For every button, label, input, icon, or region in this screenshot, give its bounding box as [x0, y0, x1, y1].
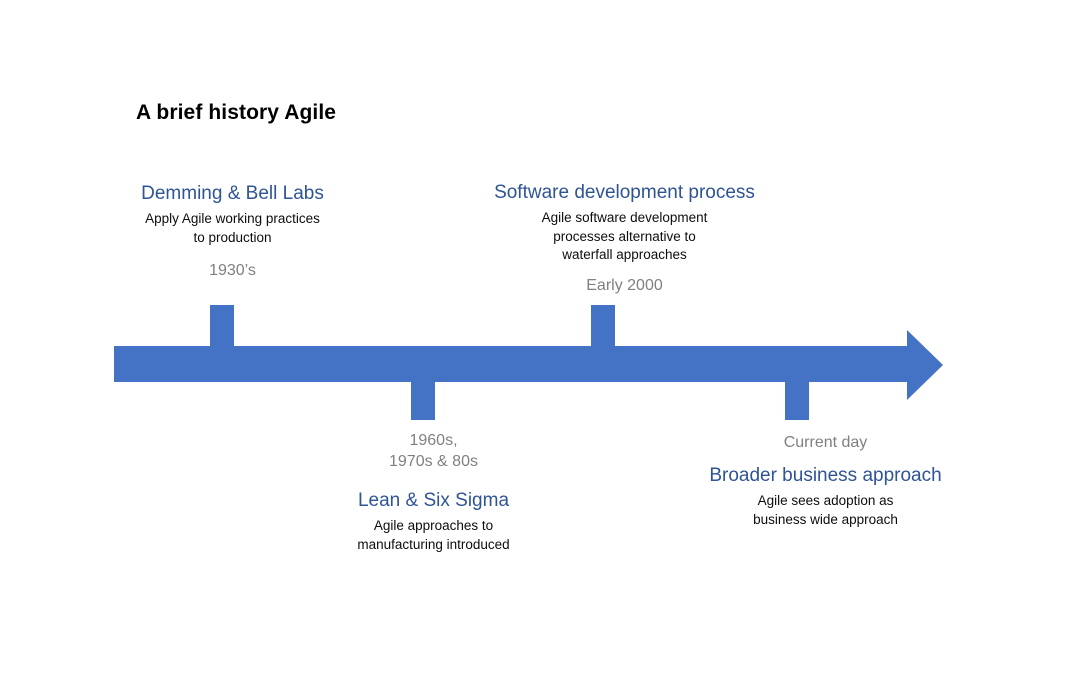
- milestone-demming-heading: Demming & Bell Labs: [141, 183, 324, 204]
- tick-early-2000: [591, 305, 615, 347]
- tick-1960s: [411, 381, 435, 420]
- date-line: 1970s & 80s: [389, 453, 478, 470]
- description-line: manufacturing introduced: [357, 536, 510, 552]
- tick-1930s: [210, 305, 234, 347]
- description-line: waterfall approaches: [562, 247, 687, 262]
- description-line: business wide approach: [753, 511, 898, 527]
- milestone-lean-heading: Lean & Six Sigma: [357, 490, 510, 511]
- milestone-lean-date: 1960s, 1970s & 80s: [272, 430, 595, 472]
- tick-current-day: [785, 381, 809, 420]
- description-line: Apply Agile working practices: [145, 211, 320, 226]
- milestone-lean: 1960s, 1970s & 80s Lean & Six Sigma Agil…: [272, 430, 595, 554]
- milestone-software: Software development process Agile softw…: [463, 181, 786, 296]
- description-line: Agile software development: [541, 210, 708, 225]
- milestone-broader-date: Current day: [783, 434, 868, 451]
- date-line: 1960s,: [409, 432, 458, 449]
- description-line: Agile approaches to: [373, 518, 494, 533]
- page-title: A brief history Agile: [136, 101, 337, 124]
- milestone-lean-description: Agile approaches to manufacturing introd…: [272, 517, 595, 554]
- milestone-software-description: Agile software development processes alt…: [463, 209, 786, 265]
- milestone-software-heading: Software development process: [494, 182, 755, 203]
- milestone-demming: Demming & Bell Labs Apply Agile working …: [71, 182, 394, 281]
- milestone-broader-heading: Broader business approach: [709, 465, 942, 486]
- milestone-broader: Current day Broader business approach Ag…: [664, 432, 987, 529]
- milestone-demming-description: Apply Agile working practices to product…: [71, 210, 394, 247]
- milestone-software-date: Early 2000: [586, 276, 663, 294]
- description-line: to production: [193, 229, 272, 245]
- timeline-bar-and-arrowhead: [114, 330, 943, 400]
- description-line: processes alternative to: [553, 228, 696, 244]
- milestone-broader-description: Agile sees adoption as business wide app…: [664, 492, 987, 529]
- milestone-demming-date: 1930’s: [209, 262, 256, 279]
- description-line: Agile sees adoption as: [757, 493, 894, 508]
